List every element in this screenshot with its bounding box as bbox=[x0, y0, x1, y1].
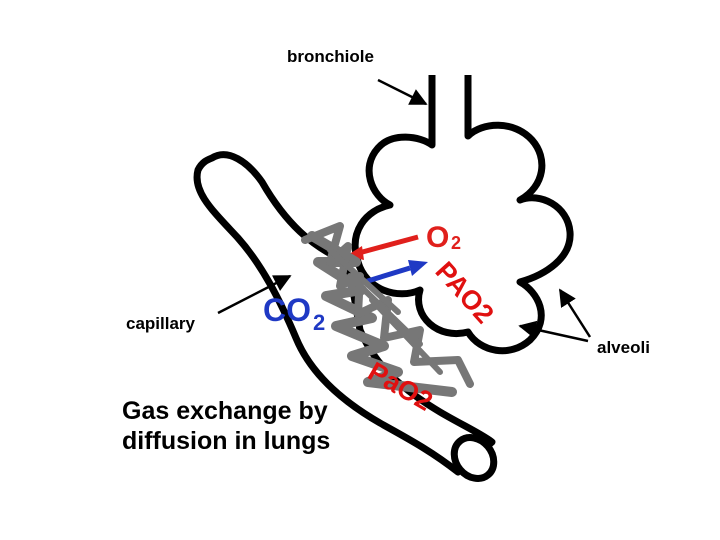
capillary-label: capillary bbox=[126, 314, 196, 333]
capillary-pointer bbox=[217, 274, 292, 315]
bronchiole-label: bronchiole bbox=[287, 47, 374, 66]
co2-label: CO bbox=[263, 292, 311, 328]
title-line-2: diffusion in lungs bbox=[122, 427, 330, 455]
capillary-opening bbox=[450, 434, 498, 482]
o2-arrow bbox=[354, 234, 419, 257]
o2-label: O bbox=[426, 221, 449, 254]
alveoli-pointer-1 bbox=[518, 320, 589, 343]
alveoli-pointer-2 bbox=[558, 288, 592, 338]
capillary-vessel bbox=[193, 151, 498, 482]
co2-subscript: 2 bbox=[313, 310, 325, 335]
label-arrows bbox=[217, 78, 592, 343]
alveoli-label: alveoli bbox=[597, 338, 650, 357]
title-line-1: Gas exchange by bbox=[122, 397, 328, 425]
bronchiole-pointer bbox=[377, 78, 428, 106]
alveoli-cluster bbox=[351, 75, 574, 355]
co2-arrowhead bbox=[408, 260, 428, 276]
o2-subscript: 2 bbox=[451, 233, 461, 253]
scribble-overlay bbox=[301, 222, 474, 397]
